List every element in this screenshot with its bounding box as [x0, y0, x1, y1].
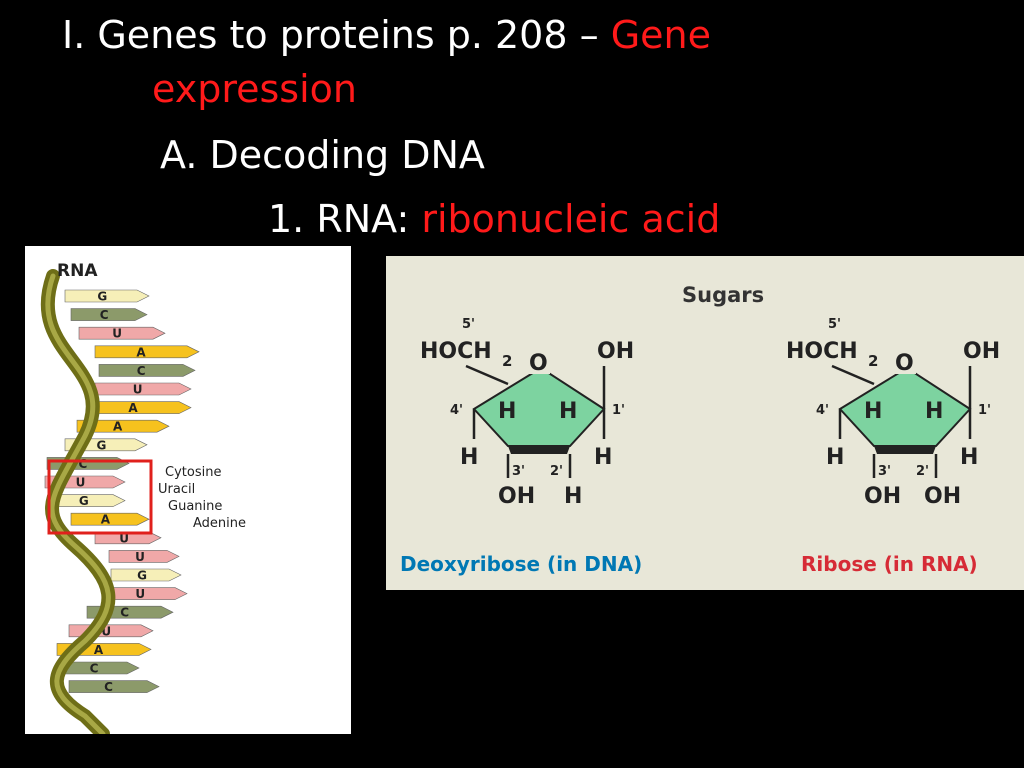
deoxy-c5-number: 5': [462, 317, 475, 332]
rna-base-arrow: [94, 345, 200, 359]
ribose-label: Ribose (in RNA): [801, 552, 978, 576]
rna-base-letter: G: [137, 569, 147, 583]
deoxy-c2-group: H: [564, 484, 582, 509]
ribose-structure: 5' HOCH 2 O OH 4' 1' H H H H 3' 2' OH OH…: [786, 317, 1000, 576]
heading-3-text: 1. RNA:: [268, 197, 422, 241]
rna-base-letter: A: [94, 643, 104, 657]
deoxy-c1-number: 1': [612, 403, 625, 418]
deoxy-c4-number: 4': [450, 403, 463, 418]
rna-base-letter: U: [133, 383, 143, 397]
legend-uracil: Uracil: [158, 482, 195, 497]
ribose-c5-number: 5': [828, 317, 841, 332]
rna-base-arrow: [70, 512, 150, 526]
ribose-ring-oxygen: O: [895, 351, 914, 376]
deoxy-c1-group: OH: [597, 339, 634, 364]
ribose-c5-bond: [831, 364, 875, 386]
ribose-ring-o-backdrop: [894, 352, 916, 374]
rna-base-letter: C: [100, 308, 109, 322]
rna-base-letter: A: [113, 420, 123, 434]
deoxy-c4-h: H: [460, 445, 478, 470]
legend-adenine: Adenine: [193, 516, 246, 531]
deoxy-c5-bond: [465, 364, 509, 386]
sugars-figure: Sugars 5' HOCH 2 O OH 4' 1' H H H H 3' 2…: [386, 256, 1024, 590]
rna-backbone-highlight: [45, 273, 111, 734]
heading-3-highlight: ribonucleic acid: [421, 197, 721, 241]
rna-base-letter: U: [76, 476, 86, 490]
rna-base-letter: G: [79, 494, 89, 508]
rna-base-letter: G: [97, 290, 107, 304]
rna-base-letter: G: [97, 438, 107, 452]
heading-1-highlight: Gene: [610, 13, 711, 57]
ribose-ring-front-edge: [874, 446, 936, 454]
ribose-c5-group: HOCH: [786, 339, 858, 364]
rna-figure-title: RNA: [57, 261, 98, 281]
deoxyribose-label: Deoxyribose (in DNA): [400, 552, 642, 576]
ribose-c3-number: 3': [878, 464, 891, 479]
rna-base-arrow: [108, 550, 180, 563]
rna-base-letter: C: [137, 364, 146, 378]
rna-base-arrow: [78, 326, 166, 340]
ribose-ring-h-left: H: [864, 399, 882, 424]
rna-base-letter: A: [101, 513, 111, 527]
sugars-title: Sugars: [682, 283, 764, 307]
deoxy-ring-oxygen: O: [529, 351, 548, 376]
slide-heading-3: 1. RNA: ribonucleic acid: [268, 200, 720, 238]
ribose-c2-number: 2': [916, 464, 929, 479]
highlight-box: [47, 459, 153, 535]
rna-base-letter: U: [119, 531, 129, 545]
sugars-svg: Sugars 5' HOCH 2 O OH 4' 1' H H H H 3' 2…: [400, 283, 1000, 576]
ribose-c1-h: H: [960, 445, 978, 470]
rna-base-letter: C: [79, 457, 88, 471]
deoxyribose-structure: 5' HOCH 2 O OH 4' 1' H H H H 3' 2' OH H …: [400, 317, 642, 576]
rna-base-letter: U: [135, 587, 145, 601]
rna-base-letter: C: [104, 680, 113, 694]
rna-base-letter: U: [101, 624, 111, 638]
deoxy-c3-number: 3': [512, 464, 525, 479]
rna-base-arrow: [64, 289, 150, 303]
legend-cytosine: Cytosine: [165, 465, 221, 480]
deoxy-ring: [472, 366, 606, 447]
rna-base-letter: U: [135, 550, 145, 564]
rna-base-arrow: [98, 364, 196, 377]
legend-guanine: Guanine: [168, 499, 222, 514]
ribose-ring-h-right: H: [925, 399, 943, 424]
ribose-c1-number: 1': [978, 403, 991, 418]
slide-heading-2: A. Decoding DNA: [160, 133, 485, 177]
rna-base-letter: A: [136, 345, 146, 359]
rna-base-letter: A: [128, 401, 138, 415]
rna-base-arrow: [86, 401, 192, 414]
rna-base-letter: U: [112, 327, 122, 341]
ribose-c5-subscript: 2: [868, 352, 878, 370]
deoxy-c1-h: H: [594, 445, 612, 470]
ribose-c4-h: H: [826, 445, 844, 470]
ribose-c2-group: OH: [924, 484, 961, 509]
heading-1-text: I. Genes to proteins p. 208 –: [62, 13, 611, 57]
slide-heading-1: I. Genes to proteins p. 208 – Gene: [62, 16, 711, 54]
ribose-ring: [838, 366, 972, 447]
rna-base-arrow: [68, 680, 160, 693]
deoxy-c5-subscript: 2: [502, 352, 512, 370]
deoxy-ring-front-edge: [508, 446, 570, 454]
rna-base-letter: C: [90, 662, 99, 676]
deoxy-c2-number: 2': [550, 464, 563, 479]
rna-base-arrow: [76, 419, 170, 433]
ribose-c1-group: OH: [963, 339, 1000, 364]
heading-1-highlight-continued: expression: [152, 67, 357, 111]
rna-base-arrow: [70, 308, 148, 321]
rna-base-letter: C: [120, 606, 129, 620]
rna-base-arrow: [94, 382, 192, 396]
deoxy-ring-h-left: H: [498, 399, 516, 424]
deoxy-ring-o-backdrop: [528, 352, 550, 374]
deoxy-ring-h-right: H: [559, 399, 577, 424]
deoxy-c3-group: OH: [498, 484, 535, 509]
deoxy-c5-group: HOCH: [420, 339, 492, 364]
ribose-c3-group: OH: [864, 484, 901, 509]
rna-base-arrow: [46, 457, 130, 470]
ribose-c4-number: 4': [816, 403, 829, 418]
